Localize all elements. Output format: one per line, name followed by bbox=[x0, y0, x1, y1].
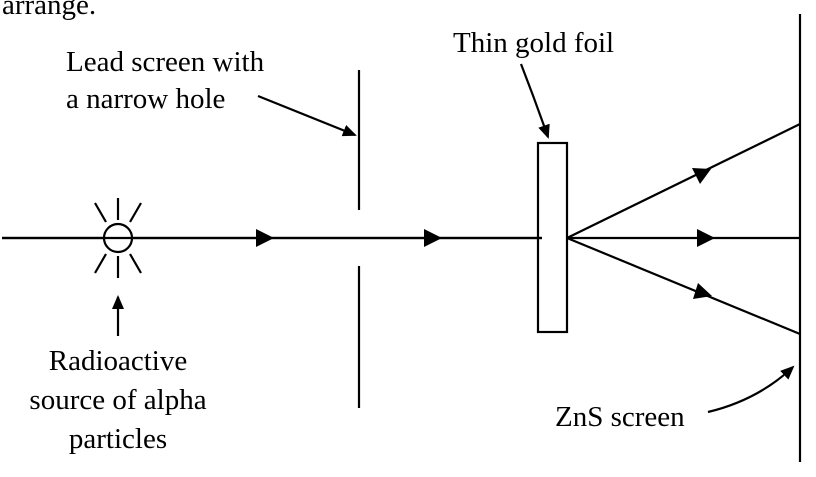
scatter-arrowhead bbox=[697, 229, 715, 247]
lead-screen-label-line2: a narrow hole bbox=[66, 83, 225, 115]
zns-screen-pointer bbox=[707, 365, 795, 414]
scatter-arrowhead bbox=[692, 168, 711, 184]
scatter-arrowhead bbox=[693, 283, 712, 299]
zns-screen-label: ZnS screen bbox=[555, 401, 685, 433]
scattered-paths bbox=[566, 123, 801, 336]
source-label-line1: Radioactive bbox=[49, 345, 188, 377]
source-label-line2: source of alpha bbox=[29, 384, 206, 416]
gold-foil-label: Thin gold foil bbox=[453, 27, 614, 59]
gold-foil-pointer bbox=[519, 63, 550, 139]
gold-foil bbox=[536, 141, 569, 334]
lead-screen-pointer bbox=[257, 94, 357, 137]
beam-arrowhead bbox=[256, 229, 274, 247]
title-fragment: arrange. bbox=[2, 0, 96, 21]
source-label-line3: particles bbox=[69, 423, 167, 455]
beam-arrowhead bbox=[424, 229, 442, 247]
lead-screen-label-line1: Lead screen with bbox=[66, 46, 265, 78]
